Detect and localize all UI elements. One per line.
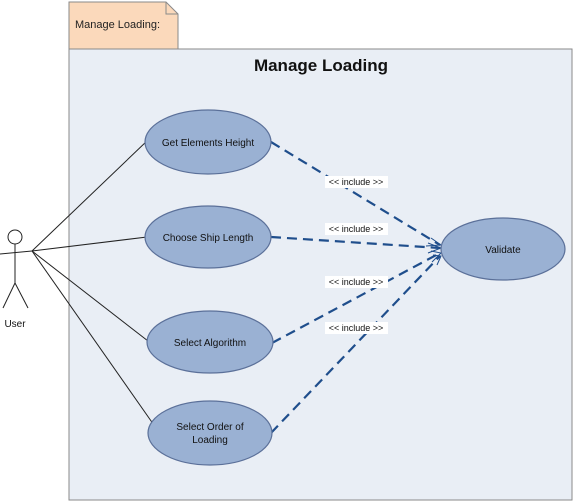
association-uc3 [31, 250, 149, 342]
include-label-4: << include >> [329, 323, 384, 333]
include-label-1: << include >> [329, 177, 384, 187]
arrowhead-uc4 [432, 254, 442, 266]
include-line-uc1 [270, 141, 441, 246]
use-case-select-order-of-loading[interactable]: Select Order of Loading [147, 400, 273, 466]
use-case-choose-ship-length[interactable]: Choose Ship Length [144, 205, 272, 269]
package-title: Manage Loading [254, 56, 388, 75]
actor-left-leg [2, 282, 16, 309]
use-case-ellipse[interactable] [147, 400, 273, 466]
actor-head [7, 229, 23, 245]
actor-label: User [4, 319, 26, 330]
actor-arms [0, 250, 33, 255]
actor-user[interactable] [0, 229, 33, 309]
associations [31, 139, 157, 429]
include-label-bg-1 [325, 176, 388, 188]
include-line-uc2 [270, 235, 441, 250]
use-case-label-line-2: Loading [192, 435, 228, 446]
include-relations [270, 141, 441, 434]
use-case-ellipse[interactable] [146, 310, 274, 374]
include-label-bg-2 [325, 223, 388, 235]
package-tab-label: Manage Loading: [75, 19, 160, 31]
use-case-ellipse[interactable] [144, 205, 272, 269]
association-uc1 [31, 139, 149, 252]
use-case-label: Validate [485, 245, 521, 256]
use-case-label: Select Algorithm [174, 338, 246, 349]
association-uc2 [31, 236, 148, 252]
package-tab-fold [165, 2, 178, 15]
include-label-3: << include >> [329, 277, 384, 287]
use-case-get-elements-height[interactable]: Get Elements Height [144, 109, 272, 175]
association-uc4 [31, 250, 157, 429]
use-case-label: Choose Ship Length [163, 233, 254, 244]
use-case-label: Get Elements Height [162, 138, 254, 149]
use-case-ellipse[interactable] [144, 109, 272, 175]
include-label-bg-4 [325, 322, 388, 334]
use-case-validate[interactable]: Validate [440, 217, 566, 281]
include-label-2: << include >> [329, 224, 384, 234]
include-label-bg-3 [325, 276, 388, 288]
include-line-uc4 [270, 255, 441, 434]
use-case-label-line-1: Select Order of [176, 422, 243, 433]
actor-right-leg [14, 282, 29, 309]
package-tab [68, 1, 179, 50]
include-labels: << include >> << include >> << include >… [325, 176, 388, 334]
use-case-ellipse[interactable] [440, 217, 566, 281]
use-case-select-algorithm[interactable]: Select Algorithm [146, 310, 274, 374]
